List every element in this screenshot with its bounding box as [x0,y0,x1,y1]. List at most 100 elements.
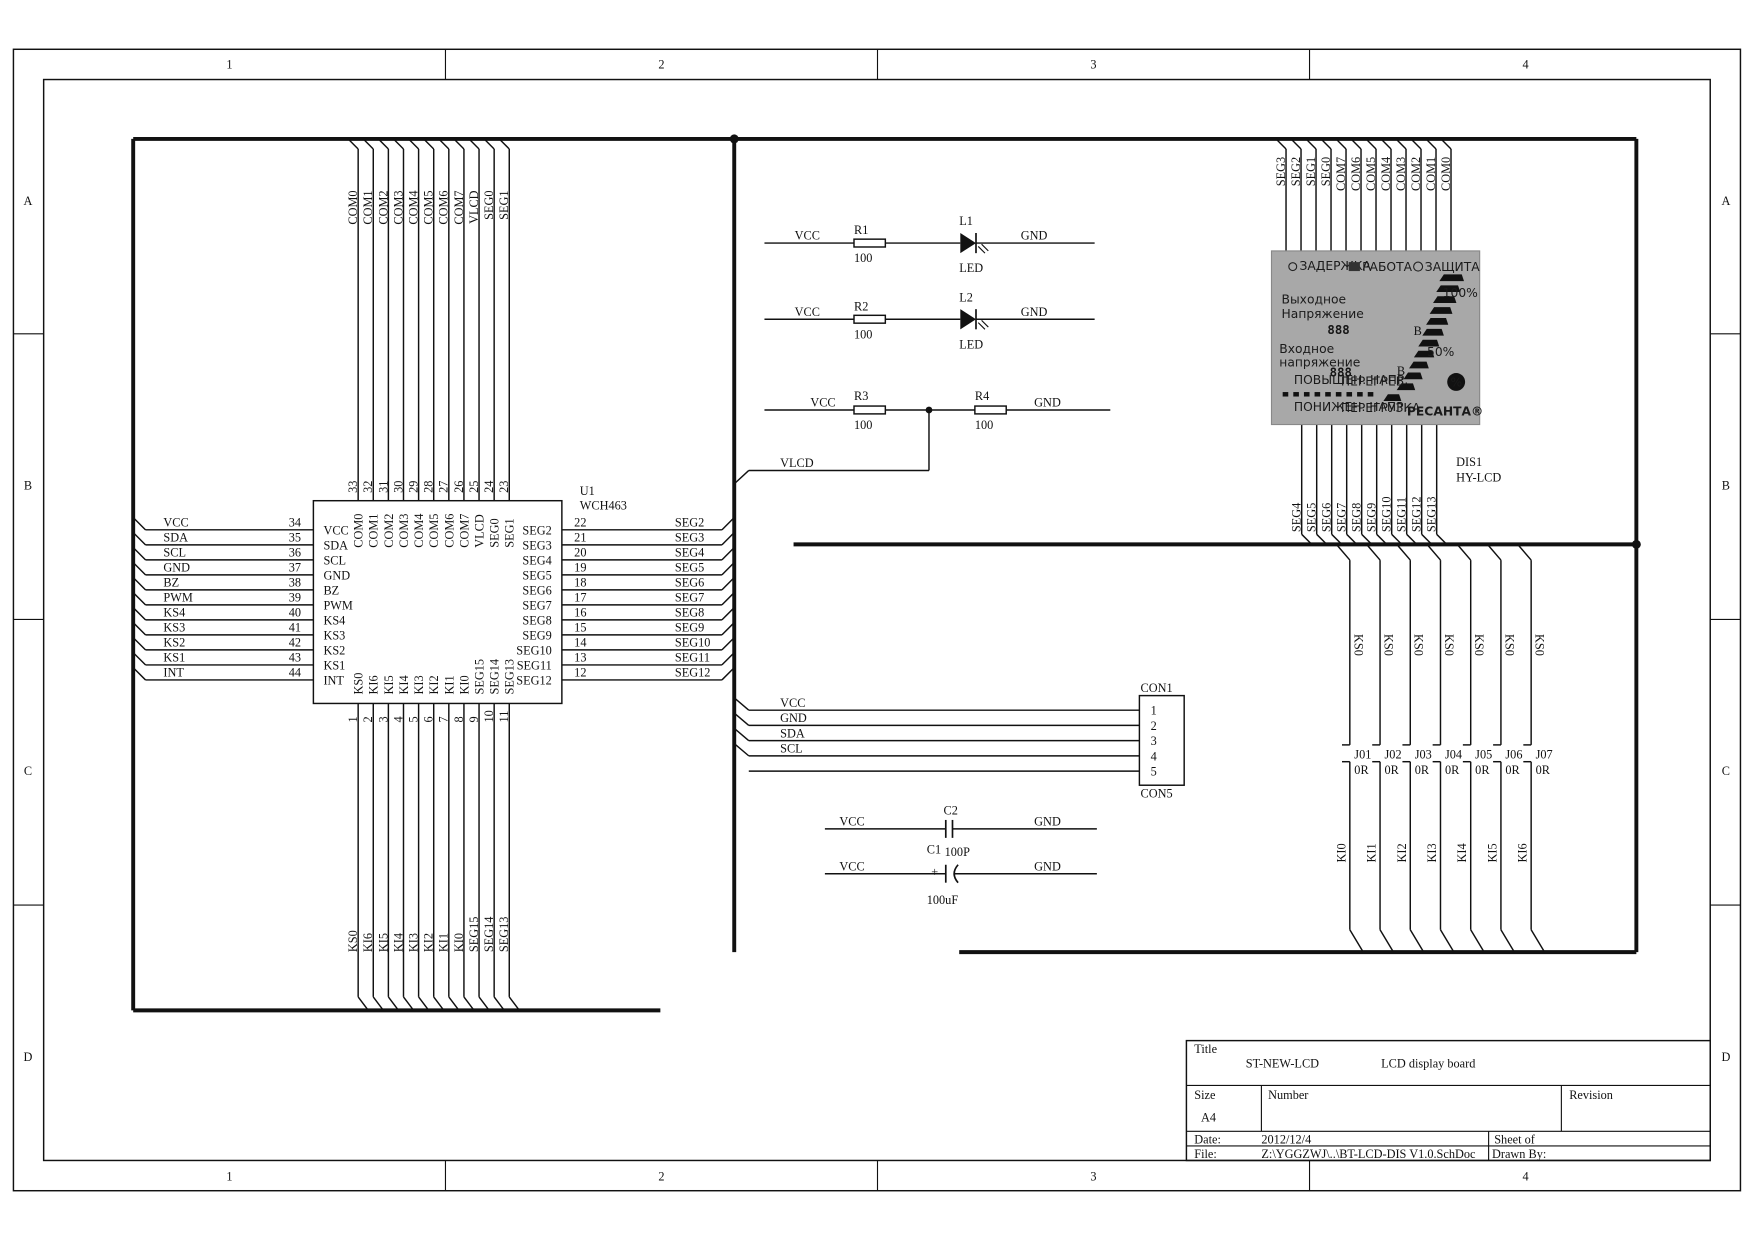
pin-number: 41 [289,621,301,635]
pin-number: 18 [574,576,586,590]
resistor-value: 100 [854,418,872,432]
net-label: KI5 [376,933,390,952]
pin-name: KI4 [397,675,411,694]
net-label: COM0 [1439,157,1453,191]
pin-name: COM4 [412,514,426,548]
net-label: SDA [780,726,805,740]
bar-graph-segment [1433,296,1457,303]
pin-name: COM3 [397,514,411,548]
pin-number: 14 [574,636,586,650]
bar-graph-segment [1426,318,1449,325]
title-block-frame [1185,1039,1711,1162]
pin-name: SEG7 [522,598,551,612]
net-label: SEG6 [1320,503,1334,532]
jumper-value: 0R [1415,763,1430,777]
net-label: KI3 [406,933,420,952]
lcd-overheat: ПЕРЕГРЕВ [1341,374,1404,388]
net-label: COM0 [346,190,360,224]
pin-name: SEG6 [522,583,551,597]
net-label: COM2 [1409,157,1423,191]
led-diode-icon [960,309,976,330]
lcd-low-voltage: ПОНИЖЕН. НАПР. [1294,400,1408,414]
wire [1456,543,1472,561]
pin-wire [132,622,147,636]
lcd-input-label: Входное [1279,342,1334,356]
u1-body [312,499,563,705]
wire [1409,929,1425,953]
wire [1517,543,1532,561]
pin-wire [448,996,460,1011]
net-label: KS2 [163,636,185,650]
resistor-value: 100 [854,251,872,265]
jumper-refdes: J03 [1415,747,1432,761]
net-label: KS4 [163,606,185,620]
project-name: ST-NEW-LCD [1246,1056,1319,1070]
pin-wire [1290,138,1302,150]
led-value: LED [959,337,983,351]
pin-wire [392,138,405,150]
net-label: INT [163,666,184,680]
revision-label: Revision [1569,1088,1613,1102]
net-label: SEG7 [675,591,704,605]
pin-number: 35 [289,530,301,544]
bar-graph-segment [1418,339,1440,347]
pin-number: 15 [574,621,586,635]
zone-row-label: A [24,194,33,208]
net-label: SEG8 [675,606,704,620]
pin-number: 12 [574,666,586,680]
lcd-dot-segment [1325,392,1331,397]
sheet-size: A4 [1201,1110,1216,1124]
net-label: COM5 [422,190,436,224]
pin-name: KS4 [323,613,345,627]
lcd-output-label: Напряжение [1282,307,1364,321]
pin-name: BZ [323,583,339,597]
net-label: KS0 [1442,634,1456,656]
net-label: VCC [810,396,835,410]
pin-name: KI1 [442,675,456,694]
net-label: SEG14 [482,917,496,953]
pin-number: 22 [574,515,586,529]
zone-column-label: 4 [1522,1170,1528,1184]
pin-wire [357,996,369,1011]
lcd-value: HY-LCD [1456,471,1501,485]
pin-wire [1316,533,1328,545]
resistor-refdes: R1 [854,223,868,237]
net-label: COM1 [1424,157,1438,191]
zone-row-label: A [1721,194,1730,208]
pin-name: SEG14 [488,659,502,695]
resistor-refdes: R4 [975,389,989,403]
net-label: VCC [839,815,864,829]
polarity-plus: + [931,865,938,879]
pin-number: 10 [482,710,496,722]
jumper-refdes: J01 [1354,747,1371,761]
resistor-r4 [974,405,1007,415]
pin-name: KI5 [382,675,396,694]
net-label: SEG2 [675,515,704,529]
net-label: GND [780,711,807,725]
pin-name: COM7 [457,514,471,548]
pin-number: 28 [422,481,436,493]
pin-wire [132,516,147,531]
pin-wire [1350,138,1362,150]
net-label: KS0 [1412,634,1426,656]
bar-graph-segment [1422,328,1444,336]
pin-number: 44 [289,666,301,680]
lcd-output-digits: 888 [1327,323,1349,337]
pin-name: COM1 [367,514,381,548]
zone-column-label: 1 [226,57,232,71]
drawn-by-label: Drawn By: [1492,1147,1546,1161]
zone-column-label: 1 [226,1170,232,1184]
wire [1500,929,1515,953]
pin-name: SEG10 [516,643,552,657]
lcd-dot-segment [1293,392,1299,397]
pin-name: KS0 [352,673,366,695]
pin-number: 42 [289,636,301,650]
capacitor-value: 100P [945,845,970,859]
net-label: SEG1 [1304,157,1318,186]
shield-icon [1413,261,1424,272]
pin-name: KS3 [323,628,345,642]
